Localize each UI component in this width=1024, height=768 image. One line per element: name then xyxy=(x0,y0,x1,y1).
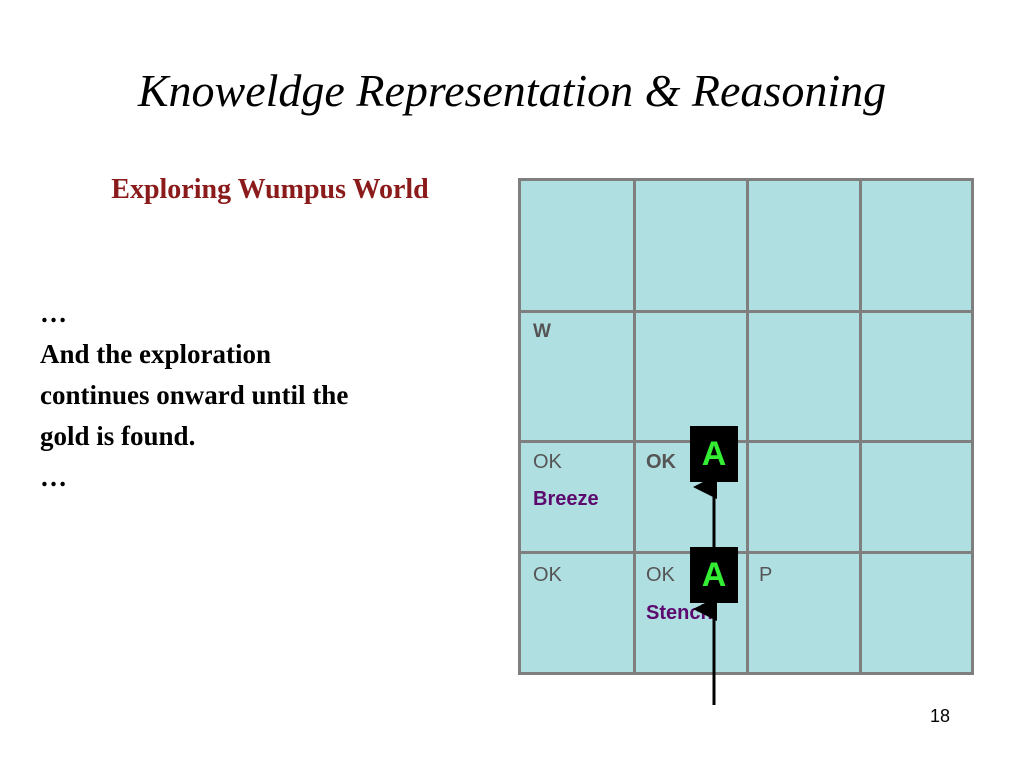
body-line: … xyxy=(40,462,67,492)
body-text: … And the exploration continues onward u… xyxy=(40,293,480,498)
breeze-percept: Breeze xyxy=(533,488,599,510)
grid-cell-r2c1: W xyxy=(521,313,636,443)
ok-label: OK xyxy=(533,564,562,586)
agent-marker: A xyxy=(690,426,738,482)
pit-label: P xyxy=(759,564,773,586)
agent-marker: A xyxy=(690,547,738,603)
slide-subtitle: Exploring Wumpus World xyxy=(111,174,429,205)
grid-cell-r1c3 xyxy=(749,181,862,313)
slide-title: Knoweldge Representation & Reasoning xyxy=(137,65,887,116)
grid-cell-r2c4 xyxy=(862,313,971,443)
body-line: And the exploration xyxy=(40,339,272,369)
body-line: continues onward until the xyxy=(40,380,349,410)
wumpus-grid: W OK Breeze OK OK OK Stench P xyxy=(518,178,974,675)
grid-cell-r1c2 xyxy=(636,181,749,313)
body-line: … xyxy=(40,298,67,328)
grid-cell-r3c1: OK Breeze xyxy=(521,443,636,554)
grid-cell-r4c1: OK xyxy=(521,554,636,672)
grid-cell-r2c3 xyxy=(749,313,862,443)
body-line: gold is found. xyxy=(40,421,196,451)
grid-cell-r1c1 xyxy=(521,181,636,313)
ok-label: OK xyxy=(646,451,676,473)
grid-cell-r3c4 xyxy=(862,443,971,554)
ok-label: OK xyxy=(646,564,675,586)
grid-cell-r1c4 xyxy=(862,181,971,313)
grid-cell-r3c3 xyxy=(749,443,862,554)
wumpus-label: W xyxy=(533,321,551,342)
grid-cell-r4c3: P xyxy=(749,554,862,672)
ok-label: OK xyxy=(533,451,562,473)
page-number: 18 xyxy=(930,706,951,726)
